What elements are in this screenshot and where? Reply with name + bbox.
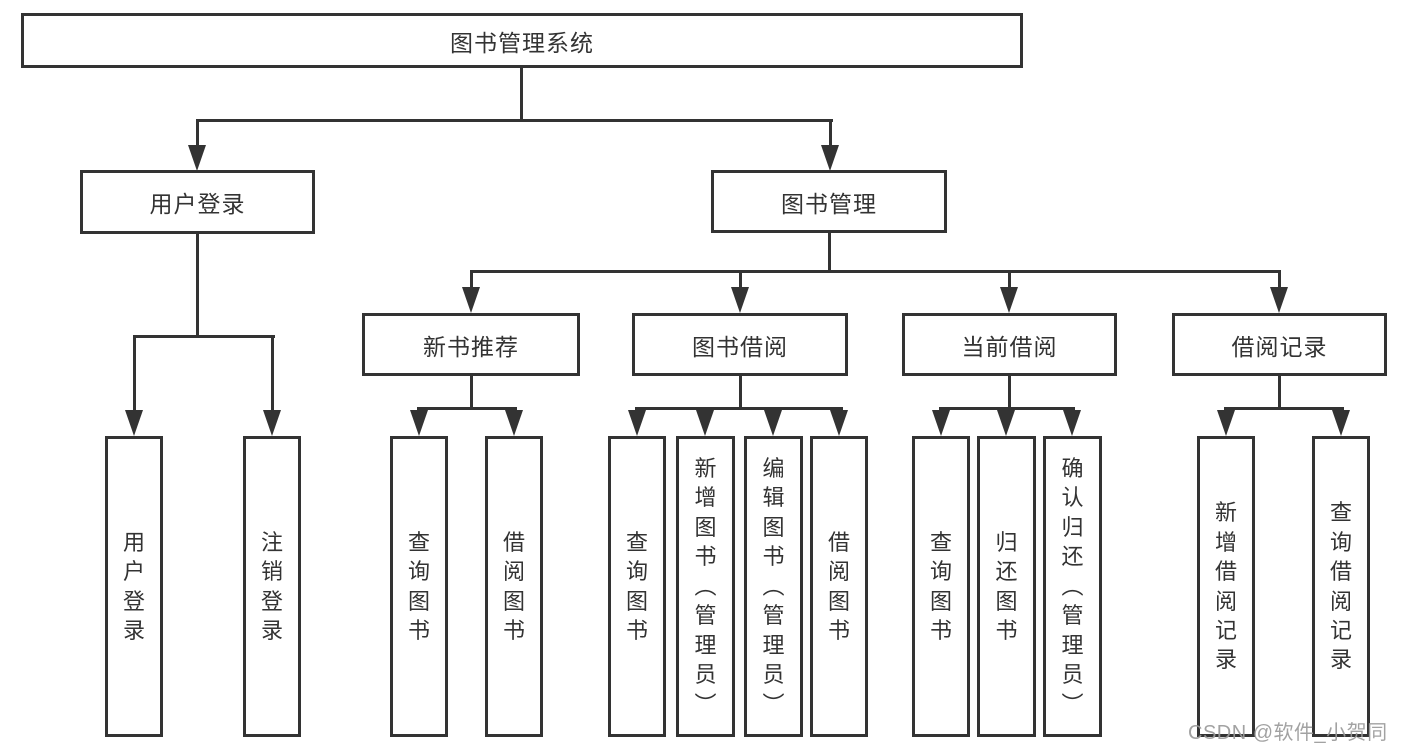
leaf-label: 归 还 图 书 (995, 529, 1018, 643)
arrow-down-icon (1332, 410, 1350, 436)
connector-line (133, 335, 275, 338)
leaf-label: 注 销 登 录 (260, 529, 283, 643)
leaf-user-login: 用 户 登 录 (105, 436, 163, 737)
connector-line (417, 407, 517, 410)
node-label: 图书借阅 (692, 333, 788, 360)
arrow-down-icon (696, 410, 714, 436)
arrow-down-icon (997, 410, 1015, 436)
connector-line (635, 407, 843, 410)
leaf-label: 借 阅 图 书 (827, 529, 850, 643)
arrow-down-icon (263, 410, 281, 436)
leaf-return-books: 归 还 图 书 (977, 436, 1036, 737)
connector-line (520, 68, 523, 121)
node-current-borrowing: 当前借阅 (902, 313, 1117, 376)
leaf-label: 查 询 图 书 (407, 529, 430, 643)
leaf-label: 用 户 登 录 (122, 529, 145, 643)
arrow-down-icon (505, 410, 523, 436)
arrow-down-icon (731, 287, 749, 313)
leaf-label: 编 辑 图 书 ︵ 管 理 员 ︶ (762, 455, 785, 717)
leaf-query-books-current: 查 询 图 书 (912, 436, 970, 737)
node-library-management-system: 图书管理系统 (21, 13, 1023, 68)
arrow-down-icon (410, 410, 428, 436)
leaf-label: 新 增 借 阅 记 录 (1214, 500, 1237, 673)
node-borrowing-records: 借阅记录 (1172, 313, 1387, 376)
leaf-borrow-books-recommend: 借 阅 图 书 (485, 436, 543, 737)
node-book-management: 图书管理 (711, 170, 947, 233)
leaf-logout: 注 销 登 录 (243, 436, 301, 737)
arrow-down-icon (1000, 287, 1018, 313)
leaf-edit-books-admin: 编 辑 图 书 ︵ 管 理 员 ︶ (744, 436, 803, 737)
node-label: 当前借阅 (961, 333, 1058, 360)
arrow-down-icon (932, 410, 950, 436)
connector-line (739, 376, 742, 410)
arrow-down-icon (830, 410, 848, 436)
node-user-login: 用户登录 (80, 170, 315, 234)
arrow-down-icon (821, 145, 839, 171)
leaf-borrow-books: 借 阅 图 书 (810, 436, 868, 737)
csdn-watermark: CSDN @软件_小贺同学 (1188, 722, 1388, 744)
leaf-label: 新 增 图 书 ︵ 管 理 员 ︶ (694, 455, 717, 717)
leaf-add-books-admin: 新 增 图 书 ︵ 管 理 员 ︶ (676, 436, 735, 737)
connector-line (470, 376, 473, 410)
connector-line (133, 335, 136, 412)
connector-line (828, 233, 831, 273)
leaf-add-borrow-record: 新 增 借 阅 记 录 (1197, 436, 1255, 737)
arrow-down-icon (462, 287, 480, 313)
leaf-query-borrow-record: 查 询 借 阅 记 录 (1312, 436, 1370, 737)
connector-line (271, 335, 274, 412)
connector-line (1278, 376, 1281, 410)
connector-line (1008, 376, 1011, 410)
leaf-label: 查 询 图 书 (625, 529, 648, 643)
node-book-borrowing: 图书借阅 (632, 313, 848, 376)
arrow-down-icon (628, 410, 646, 436)
node-new-book-recommendation: 新书推荐 (362, 313, 580, 376)
arrow-down-icon (1063, 410, 1081, 436)
leaf-label: 查 询 图 书 (929, 529, 952, 643)
connector-line (1008, 270, 1011, 290)
connector-line (470, 270, 1281, 273)
arrow-down-icon (188, 145, 206, 171)
leaf-query-books-borrow: 查 询 图 书 (608, 436, 666, 737)
leaf-confirm-return-admin: 确 认 归 还 ︵ 管 理 员 ︶ (1043, 436, 1102, 737)
leaf-query-books-recommend: 查 询 图 书 (390, 436, 448, 737)
leaf-label: 借 阅 图 书 (502, 529, 525, 643)
connector-line (1224, 407, 1344, 410)
connector-line (470, 270, 473, 290)
arrow-down-icon (1270, 287, 1288, 313)
node-label: 新书推荐 (423, 333, 519, 360)
node-label: 借阅记录 (1231, 333, 1328, 360)
connector-line (829, 119, 832, 147)
node-label: 图书管理 (781, 190, 877, 217)
arrow-down-icon (125, 410, 143, 436)
node-label: 图书管理系统 (450, 29, 594, 56)
connector-line (196, 119, 833, 122)
arrow-down-icon (1217, 410, 1235, 436)
connector-line (1278, 270, 1281, 290)
connector-line (196, 119, 199, 147)
connector-line (939, 407, 1075, 410)
leaf-label: 确 认 归 还 ︵ 管 理 员 ︶ (1061, 455, 1084, 717)
connector-line (739, 270, 742, 290)
node-label: 用户登录 (149, 191, 246, 217)
connector-line (196, 234, 199, 338)
arrow-down-icon (764, 410, 782, 436)
leaf-label: 查 询 借 阅 记 录 (1329, 500, 1352, 673)
